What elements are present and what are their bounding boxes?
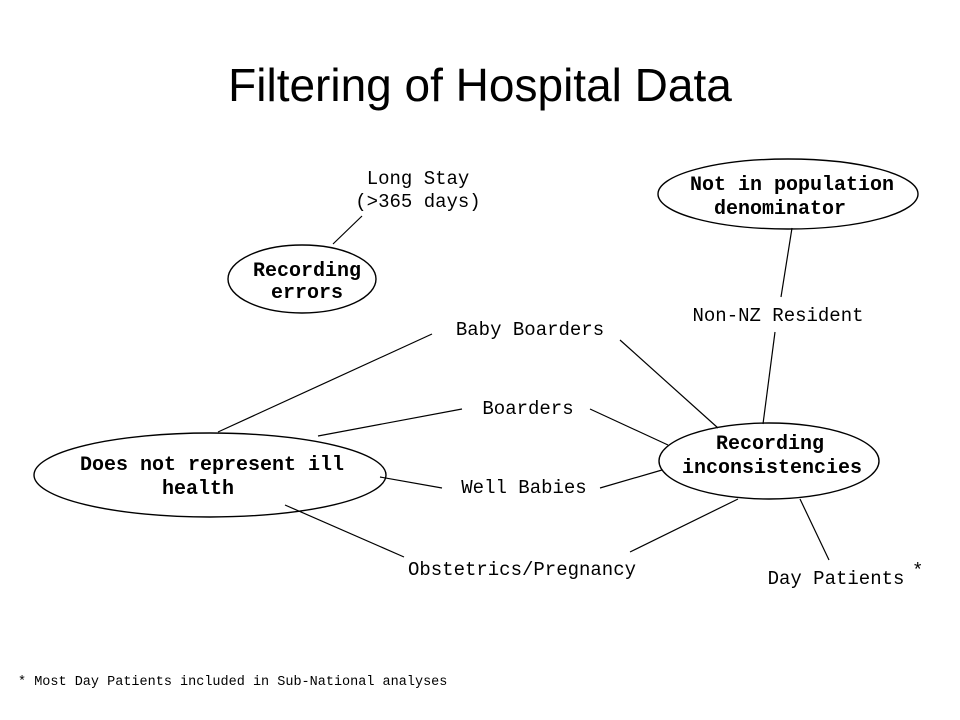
- does-not-represent-label-2: health: [162, 478, 234, 501]
- recording-inconsistencies-label: Recording: [716, 433, 824, 456]
- recording-inconsistencies-ellipse: [658, 422, 880, 500]
- edge-nonnz-inconsistencies: [762, 331, 776, 425]
- not-in-population-ellipse: [657, 158, 919, 230]
- not-in-population-label-2: denominator: [714, 198, 846, 221]
- non-nz-resident-label: Non-NZ Resident: [692, 305, 863, 327]
- recording-errors-ellipse: [227, 244, 377, 314]
- page-title: Filtering of Hospital Data: [228, 59, 732, 111]
- edge-inconsistencies-daypatients: [799, 498, 830, 561]
- boarders-label: Boarders: [482, 398, 573, 420]
- day-patients-label: Day Patients: [768, 568, 905, 590]
- edge-wellbabies-inconsistencies: [599, 469, 663, 489]
- edge-population-nonnz: [780, 227, 793, 298]
- recording-errors-label: Recording: [253, 260, 361, 283]
- day-patients-asterisk: *: [912, 560, 923, 582]
- recording-inconsistencies-label-2: inconsistencies: [682, 457, 862, 480]
- edge-obstetrics-inconsistencies: [629, 498, 739, 553]
- not-in-population-label: Not in population: [690, 174, 894, 197]
- edge-ill-wellbabies: [379, 476, 443, 489]
- edge-ill-babyboarders: [217, 333, 433, 433]
- connectors: [217, 215, 830, 561]
- well-babies-label: Well Babies: [461, 477, 586, 499]
- edge-boarders-inconsistencies: [589, 408, 669, 446]
- recording-errors-label-2: errors: [271, 282, 343, 305]
- long-stay-range: (>365 days): [355, 191, 480, 213]
- obstetrics-label: Obstetrics/Pregnancy: [408, 559, 636, 581]
- footnote: * Most Day Patients included in Sub-Nati…: [18, 675, 447, 690]
- does-not-represent-ellipse: [33, 432, 387, 518]
- baby-boarders-label: Baby Boarders: [456, 319, 604, 341]
- edge-longstay-errors: [332, 215, 363, 245]
- long-stay-label: Long Stay: [367, 168, 470, 190]
- edge-babyboarders-inconsistencies: [619, 339, 719, 429]
- does-not-represent-label: Does not represent ill: [80, 454, 344, 477]
- edge-ill-obstetrics: [284, 504, 405, 558]
- edge-ill-boarders: [317, 408, 463, 437]
